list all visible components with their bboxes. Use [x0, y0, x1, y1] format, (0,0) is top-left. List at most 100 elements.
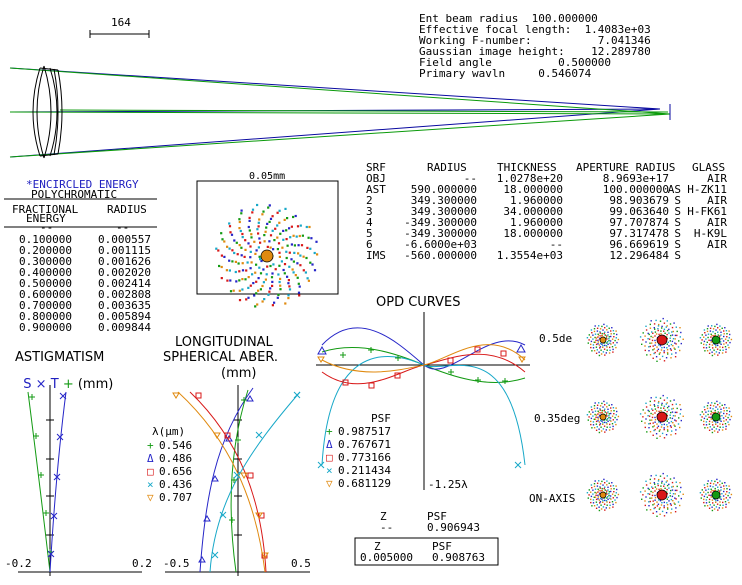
spot-point	[663, 322, 666, 324]
spot-point	[669, 348, 672, 350]
ee-radius: 0.005894	[98, 310, 151, 323]
spot-point	[644, 490, 646, 492]
spot-point	[727, 494, 729, 497]
spot-point	[705, 415, 707, 417]
spot-point	[248, 219, 251, 222]
spot-point	[706, 496, 708, 498]
spot-point	[660, 330, 662, 332]
spot-point	[701, 494, 703, 496]
spot-point	[716, 400, 718, 403]
spot-point	[305, 256, 308, 260]
spot-point	[661, 480, 663, 483]
astig-legend: S × T + (mm)	[23, 377, 114, 392]
spot-point	[606, 338, 608, 340]
spot-point	[287, 282, 290, 285]
spot-point	[721, 482, 723, 484]
spot-point	[725, 497, 727, 499]
long-xmax: 0.5	[291, 557, 311, 570]
spot-point	[706, 405, 709, 407]
spot-point	[601, 489, 603, 492]
spot-point	[663, 483, 666, 485]
spot-point	[607, 331, 609, 333]
spot-point	[590, 495, 593, 498]
spot-point	[721, 352, 724, 354]
spot-point	[600, 430, 603, 432]
spot-point	[283, 263, 287, 266]
spot-point	[613, 333, 615, 335]
spot-point	[223, 255, 226, 258]
spot-point	[659, 435, 661, 437]
spot-point	[225, 269, 228, 272]
spot-point	[265, 273, 268, 276]
spot-point	[725, 348, 727, 351]
spot-point	[271, 280, 274, 283]
spot-point	[658, 400, 660, 403]
spot-point	[667, 496, 669, 498]
longitudinal-plot	[165, 385, 310, 576]
spot-point	[678, 495, 680, 497]
spot-point	[703, 423, 705, 426]
spot-point	[704, 350, 706, 352]
spot-point	[655, 333, 658, 335]
spot-point	[315, 240, 318, 243]
spot-point	[247, 296, 250, 299]
spot-point	[248, 229, 251, 232]
spot-point	[586, 414, 589, 416]
spot-point	[598, 402, 600, 404]
spot-point	[710, 491, 712, 493]
spot-point	[645, 325, 647, 327]
spot-point	[601, 480, 603, 483]
spot-point	[247, 276, 250, 279]
spot-point	[263, 240, 266, 243]
spot-point	[656, 350, 659, 352]
spot-point	[703, 417, 706, 420]
spot-point	[663, 399, 666, 401]
spot-point	[602, 428, 605, 430]
spot-point	[599, 497, 602, 500]
spot-point	[592, 493, 594, 495]
spot-point	[607, 334, 609, 336]
spot-point	[703, 484, 706, 486]
spot-point	[675, 429, 677, 431]
rx-cell: 349.300000	[410, 205, 477, 218]
spot-point	[723, 498, 725, 500]
spot-point	[707, 410, 710, 412]
spot-point	[295, 235, 298, 238]
zpsf-z2: 0.005000	[360, 551, 413, 564]
spot-point	[666, 415, 668, 417]
spot-point	[659, 397, 662, 399]
spot-point	[599, 414, 601, 416]
spot-point	[672, 407, 674, 410]
zpsf-box	[354, 537, 499, 566]
spot-point	[241, 269, 245, 272]
spot-point	[658, 344, 660, 346]
spot-point	[268, 290, 271, 293]
spot-point	[713, 353, 716, 355]
spot-point	[652, 434, 654, 436]
spot-point	[680, 497, 682, 500]
spot-point	[262, 210, 265, 213]
spot-point	[592, 424, 595, 426]
spot-point	[299, 224, 302, 227]
spot-point	[277, 242, 281, 245]
spot-point	[661, 482, 663, 484]
rx-cell: 97.707874	[609, 216, 669, 229]
spot-point	[711, 354, 714, 357]
spot-point	[672, 330, 674, 333]
spot-point	[614, 494, 616, 497]
spot-point	[722, 495, 725, 497]
spot-point	[283, 272, 286, 275]
spot-point	[241, 288, 244, 291]
rx-header: GLASS	[692, 161, 726, 174]
spot-point	[665, 357, 668, 359]
spot-point	[590, 420, 592, 423]
spot-point	[645, 496, 647, 498]
spot-point	[709, 504, 711, 506]
spot-point	[608, 339, 610, 342]
spot-point	[654, 335, 656, 337]
spot-point	[672, 485, 674, 488]
spot-point	[228, 247, 231, 250]
spot-point	[231, 260, 234, 263]
spot-point	[258, 255, 261, 258]
spot-point	[671, 430, 673, 432]
